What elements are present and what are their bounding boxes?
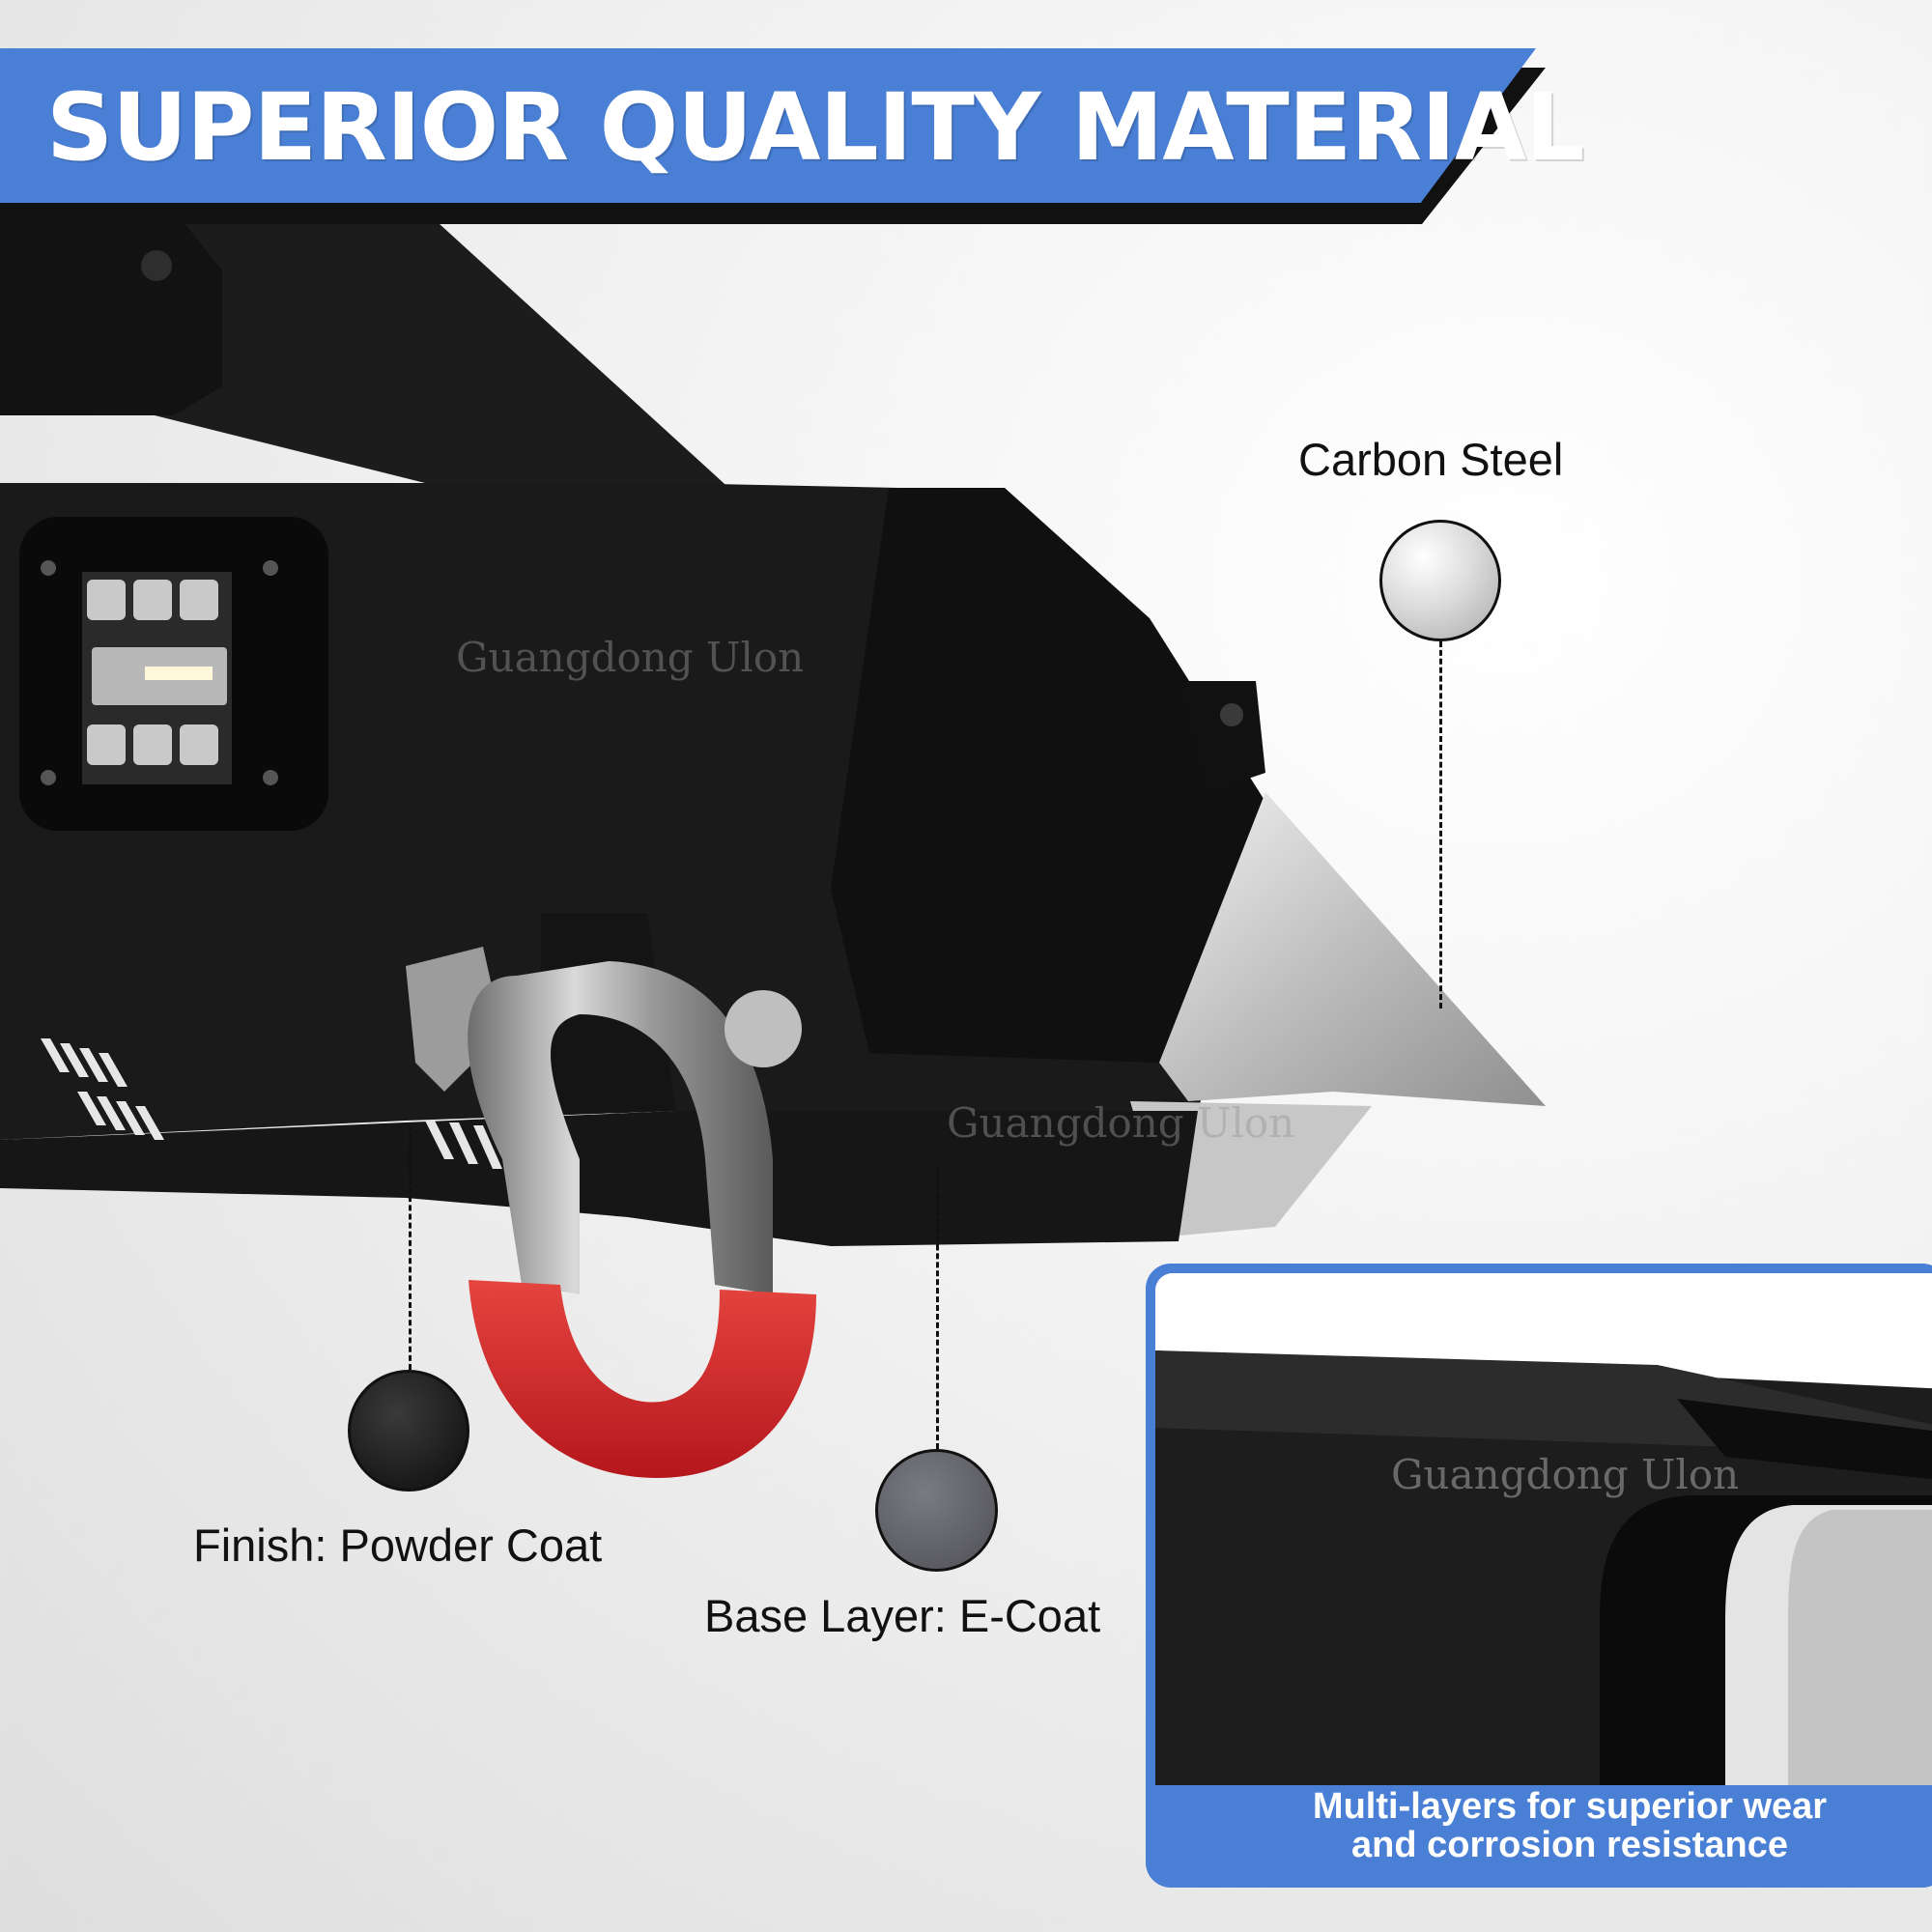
- side-mount-tab: [1179, 681, 1265, 792]
- carbon-steel-plate: [1159, 792, 1546, 1106]
- watermark: Guangdong Ulon: [456, 634, 805, 681]
- light-bolts: [41, 560, 278, 785]
- bumper-end-cap: [831, 488, 1265, 1063]
- title-banner: [0, 48, 1536, 203]
- red-shackle-isolator: [469, 1280, 816, 1478]
- inset-detail-image: [1155, 1273, 1932, 1785]
- page-title: SUPERIOR QUALITY MATERIAL: [46, 73, 1584, 182]
- inset-caption-line2: and corrosion resistance: [1351, 1825, 1788, 1865]
- e-coat-leader-line: [936, 1167, 939, 1449]
- powder-coat-label: Finish: Powder Coat: [193, 1520, 603, 1571]
- powder-coat-swatch: [348, 1370, 469, 1492]
- powder-coat-leader-line: [409, 1125, 412, 1370]
- inset-caption-line1: Multi-layers for superior wear: [1312, 1786, 1828, 1827]
- led-reflectors: [87, 580, 227, 765]
- carbon-steel-swatch: [1379, 520, 1501, 641]
- carbon-steel-leader-line: [1439, 641, 1442, 1009]
- e-coat-swatch: [875, 1449, 998, 1572]
- d-ring-shackle: [468, 961, 773, 1294]
- lower-frame: [0, 1111, 1198, 1246]
- e-coat-label: Base Layer: E-Coat: [704, 1590, 1101, 1641]
- bracket-bolt: [141, 250, 172, 281]
- inset-caption: Multi-layers for superior wear and corro…: [1198, 1787, 1932, 1864]
- light-bracket: [0, 222, 222, 415]
- watermark: Guangdong Ulon: [947, 1099, 1295, 1147]
- carbon-steel-label: Carbon Steel: [1298, 434, 1564, 485]
- watermark: Guangdong Ulon: [1391, 1451, 1740, 1498]
